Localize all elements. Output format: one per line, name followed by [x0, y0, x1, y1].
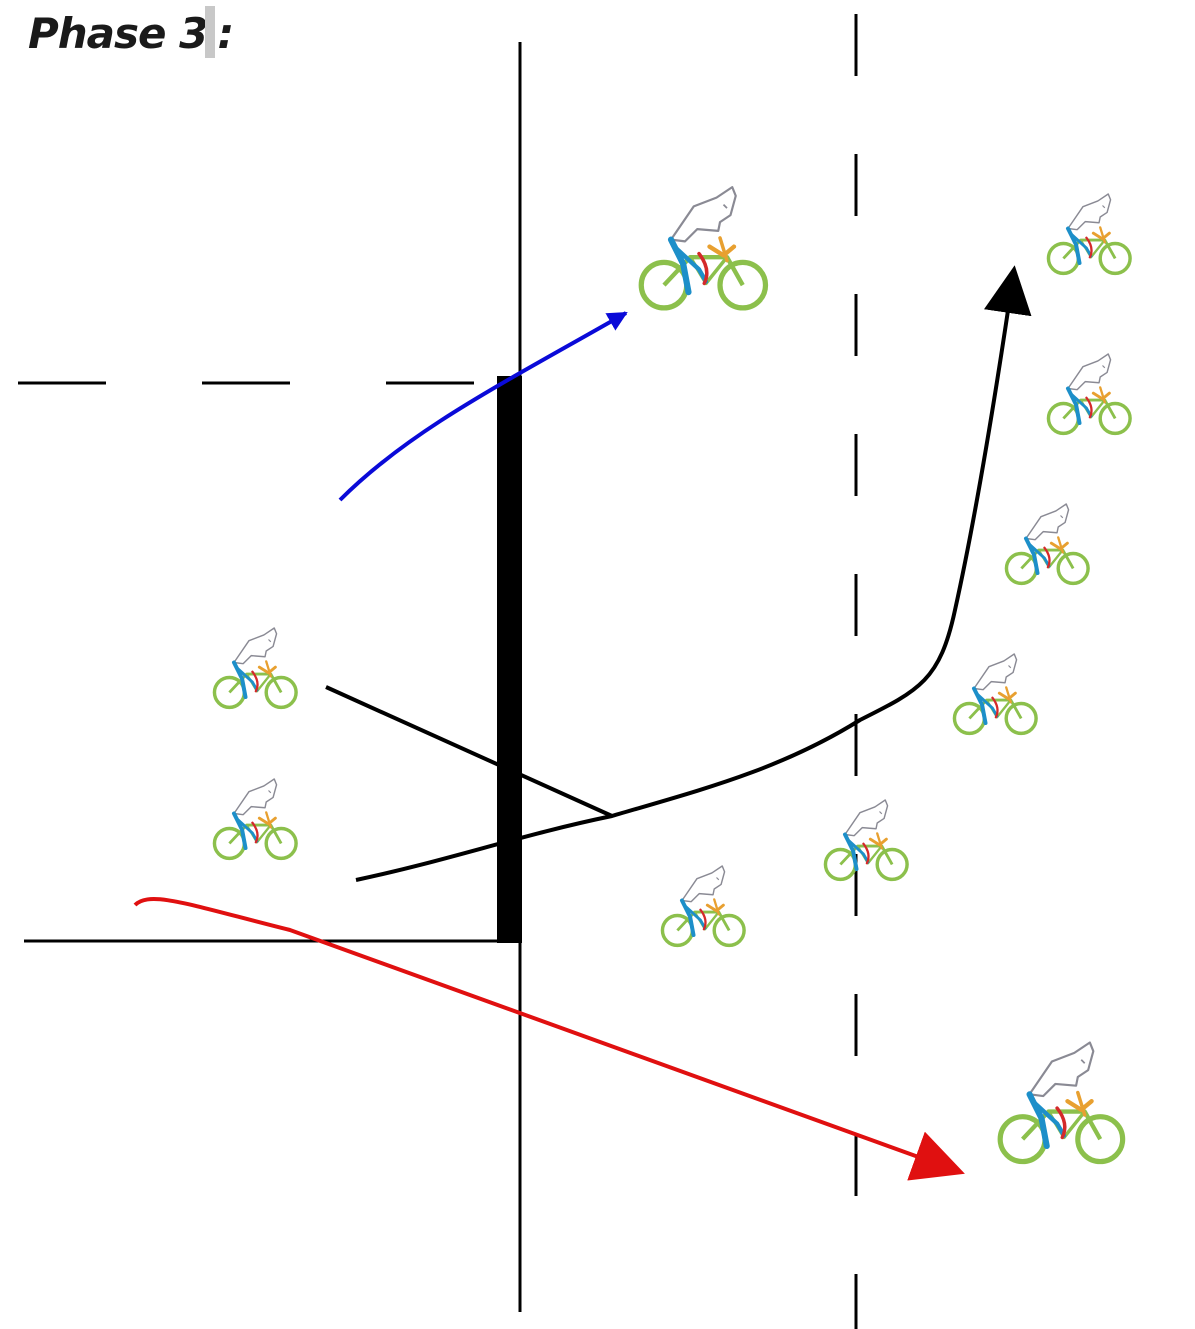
black-diagonal-line — [325, 685, 613, 818]
phase-title-colon: : — [217, 9, 234, 58]
cyclist-icon — [825, 800, 907, 879]
cyclist-icon — [1006, 504, 1088, 583]
cyclist-icon — [662, 866, 744, 945]
cyclist-icon — [1048, 194, 1130, 273]
phase-title: Phase 3: — [28, 6, 234, 58]
blue-arrow — [338, 311, 628, 502]
cyclist-icon — [214, 779, 296, 858]
cyclist-icon — [641, 187, 765, 308]
thick-barrier-bar — [497, 376, 522, 943]
phase-title-text: Phase 3 — [28, 9, 208, 58]
red-arrow — [133, 897, 965, 1181]
black-arrow — [355, 265, 1032, 882]
cyclist-icon — [954, 654, 1036, 733]
cyclist-icon — [214, 628, 296, 707]
text-cursor — [205, 6, 216, 58]
cyclist-icon — [1048, 354, 1130, 433]
cyclist-icon — [1000, 1043, 1122, 1162]
